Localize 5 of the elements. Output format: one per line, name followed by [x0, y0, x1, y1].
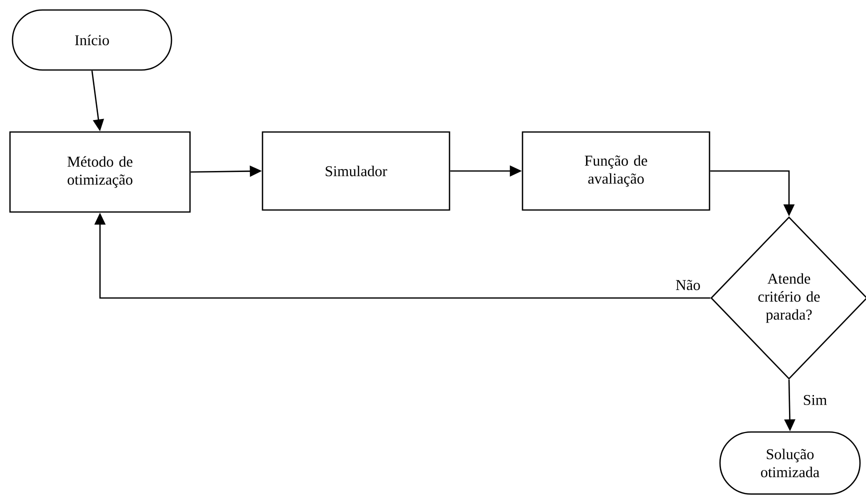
process-box: Simulador — [262, 131, 450, 211]
edge-label: Não — [674, 278, 702, 292]
process-box: Função de avaliação — [522, 131, 710, 211]
process-box: Método de otimização — [9, 131, 191, 213]
edge-label: Sim — [802, 394, 828, 406]
